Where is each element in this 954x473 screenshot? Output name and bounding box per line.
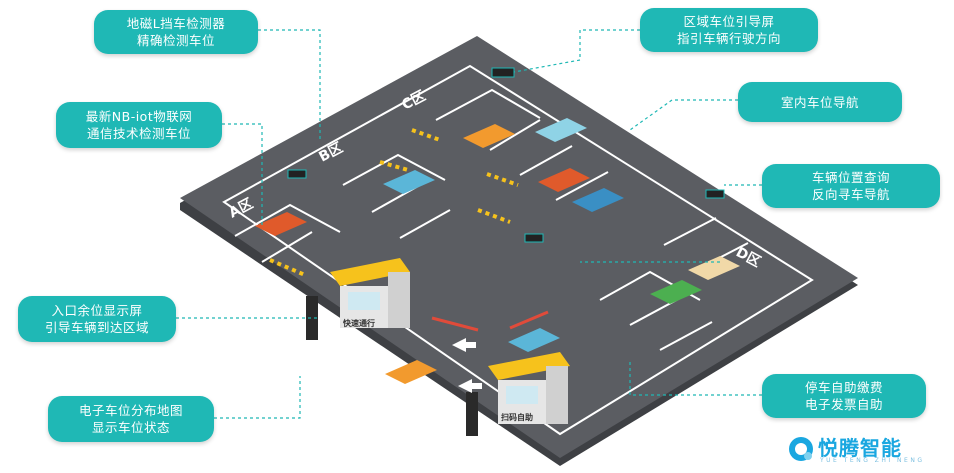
callout-reverse-search: 车辆位置查询 反向寻车导航 <box>762 164 940 208</box>
callout-payment-line1: 停车自助缴费 <box>804 380 883 395</box>
lot-surface <box>180 36 858 458</box>
lot-boundary-line <box>222 64 814 436</box>
booth-lower-sign: 扫码自助 <box>501 412 533 422</box>
callout-parking-map: 电子车位分布地图 显示车位状态 <box>48 396 214 442</box>
callout-entrance-line2: 引导车辆到达区域 <box>44 320 149 335</box>
zone-guide-screen-d <box>705 189 725 199</box>
callout-reverse-line2: 反向寻车导航 <box>811 187 890 202</box>
callout-payment-line2: 电子发票自助 <box>804 397 883 412</box>
hazard-stripes <box>269 128 519 277</box>
zone-guide-screen-mid <box>524 233 544 243</box>
callout-entrance-display: 入口余位显示屏 引导车辆到达区域 <box>18 296 176 342</box>
callout-map-line2: 显示车位状态 <box>91 420 170 435</box>
booth-upper: 快速通行 <box>330 258 410 328</box>
callout-reverse-line1: 车辆位置查询 <box>811 170 890 185</box>
zone-guide-screen-b <box>287 169 307 179</box>
exit-display <box>466 392 478 436</box>
callout-map-line1: 电子车位分布地图 <box>78 403 183 418</box>
callout-geomagnetic-line1: 地磁L挡车检测器 <box>126 16 226 31</box>
leader-lines <box>176 29 762 419</box>
callout-nbiot-line1: 最新NB-iot物联网 <box>85 109 193 124</box>
callout-nbiot: 最新NB-iot物联网 通信技术检测车位 <box>56 102 222 148</box>
callout-geomagnetic-detector: 地磁L挡车检测器 精确检测车位 <box>94 10 258 54</box>
callout-entrance-line1: 入口余位显示屏 <box>51 303 143 318</box>
callout-self-payment: 停车自助缴费 电子发票自助 <box>762 374 926 418</box>
entrance-display <box>306 296 318 340</box>
callout-indoor-navigation: 室内车位导航 <box>738 82 902 122</box>
direction-arrow-in <box>452 338 476 352</box>
barrier-upper <box>431 316 479 332</box>
logo-subtitle: YUE TENG ZHI NENG <box>820 457 925 464</box>
callout-zone-guide: 区域车位引导屏 指引车辆行驶方向 <box>640 8 818 52</box>
callout-geomagnetic-line2: 精确检测车位 <box>136 33 215 48</box>
logo-name: 悦腾智能 <box>818 436 902 460</box>
callout-zone-guide-line2: 指引车辆行驶方向 <box>676 31 781 46</box>
callout-zone-guide-line1: 区域车位引导屏 <box>683 14 775 29</box>
logo-mark-icon <box>789 437 813 461</box>
callout-nbiot-line2: 通信技术检测车位 <box>86 126 191 141</box>
direction-arrow-out <box>458 379 482 393</box>
booth-upper-sign: 快速通行 <box>343 318 375 328</box>
callout-indoor-line1: 室内车位导航 <box>780 94 859 110</box>
booth-lower: 扫码自助 <box>488 352 570 424</box>
zone-guide-screen <box>491 67 515 78</box>
barrier-lower <box>509 310 549 330</box>
